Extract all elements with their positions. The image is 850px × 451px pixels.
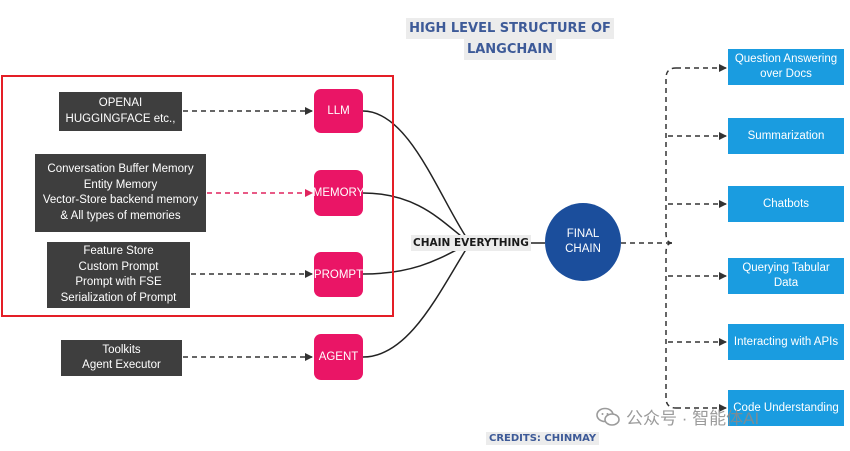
prompt-source-item: Serialization of Prompt xyxy=(60,291,177,304)
curve-llm xyxy=(362,110,471,244)
llm-sources-box: OPENAI HUGGINGFACE etc., xyxy=(59,92,182,131)
output-line: Summarization xyxy=(747,129,825,142)
output-code-understanding: Code Understanding xyxy=(728,390,844,426)
output-line: Querying Tabular xyxy=(742,262,830,274)
final-chain-line: CHAIN xyxy=(565,243,601,255)
diagram-title: HIGH LEVEL STRUCTURE OF LANGCHAIN xyxy=(405,18,615,60)
llm-component: LLM xyxy=(314,89,363,133)
memory-component: MEMORY xyxy=(313,170,364,216)
memory-source-item: Entity Memory xyxy=(83,178,158,191)
agent-component: AGENT xyxy=(314,334,363,380)
title-line-2: LANGCHAIN xyxy=(463,39,557,60)
output-line: Code Understanding xyxy=(733,401,839,414)
memory-source-item: Conversation Buffer Memory xyxy=(47,163,194,175)
memory-source-item: Vector-Store backend memory xyxy=(42,194,199,206)
output-interacting-with-apis: Interacting with APIs xyxy=(728,324,844,360)
agent-sources-box: Toolkits Agent Executor xyxy=(61,340,182,376)
credits: CREDITS: CHINMAY xyxy=(486,432,600,445)
output-chatbots: Chatbots xyxy=(728,186,844,222)
memory-sources-box: Conversation Buffer Memory Entity Memory… xyxy=(35,154,206,232)
prompt-source-item: Custom Prompt xyxy=(78,260,159,273)
final-chain-node: FINAL CHAIN xyxy=(545,203,621,281)
watermark-text: 公众号 · 智能体AI xyxy=(626,409,760,428)
curve-agent xyxy=(362,242,471,358)
final-chain-line: FINAL xyxy=(566,228,600,240)
llm-source-item: HUGGINGFACE etc., xyxy=(65,112,176,125)
output-line: Chatbots xyxy=(762,197,810,210)
prompt-source-item: Feature Store xyxy=(83,245,154,257)
output-line: Interacting with APIs xyxy=(733,335,839,348)
prompt-source-item: Prompt with FSE xyxy=(75,276,162,288)
core-components-frame xyxy=(1,75,394,317)
title-line-1: HIGH LEVEL STRUCTURE OF xyxy=(406,18,614,39)
memory-source-item: & All types of memories xyxy=(60,209,181,222)
output-summarization: Summarization xyxy=(728,118,844,154)
watermark: 公众号 · 智能体AI xyxy=(596,404,759,429)
fan-bracket xyxy=(665,67,677,244)
prompt-component: PROMPT xyxy=(314,252,363,297)
output-line: over Docs xyxy=(760,68,812,80)
wechat-icon xyxy=(596,407,620,426)
prompt-sources-box: Feature Store Custom Prompt Prompt with … xyxy=(47,242,190,308)
chain-everything-label: CHAIN EVERYTHING xyxy=(411,235,531,251)
llm-source-item: OPENAI xyxy=(98,97,143,109)
agent-source-item: Agent Executor xyxy=(82,359,161,371)
output-line: Data xyxy=(773,277,799,289)
agent-source-item: Toolkits xyxy=(102,343,141,356)
fan-bracket-lower xyxy=(665,242,677,409)
output-line: Question Answering xyxy=(734,53,838,65)
output-question-answering: Question Answering over Docs xyxy=(728,49,844,85)
output-querying-tabular-data: Querying Tabular Data xyxy=(728,258,844,294)
